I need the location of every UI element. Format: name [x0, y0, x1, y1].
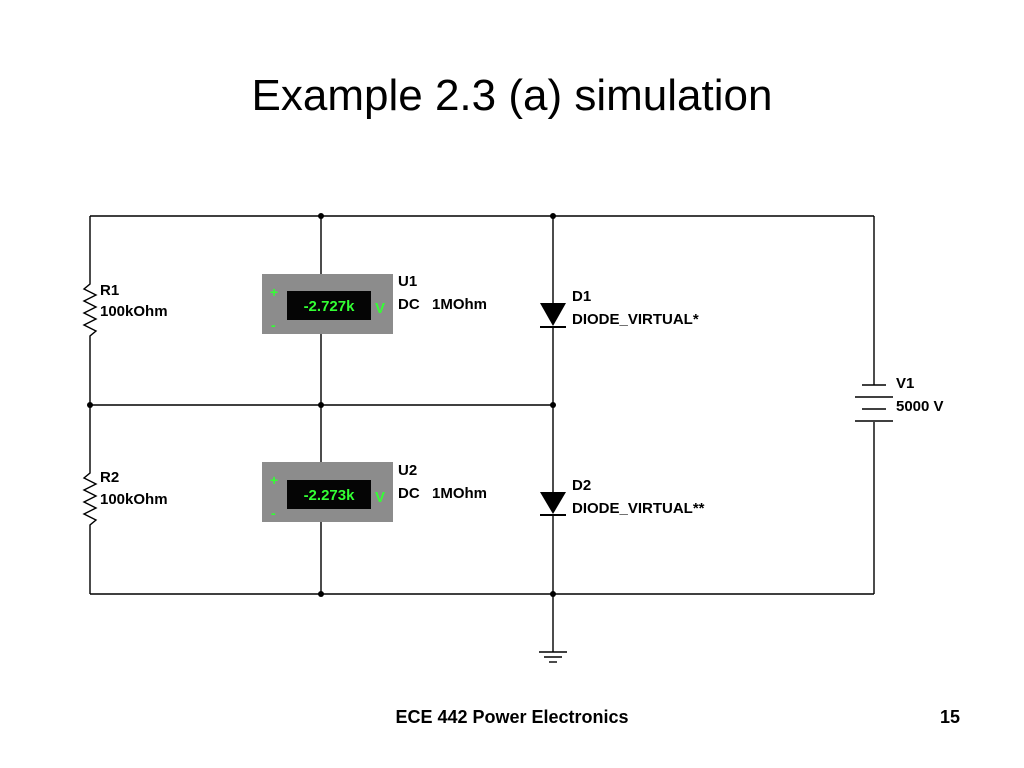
- u1-mode: DC: [398, 296, 420, 313]
- resistor-symbol: [82, 465, 98, 532]
- junction-dot: [318, 213, 324, 219]
- u2-ref: U2: [398, 462, 417, 479]
- voltmeter-u1: + - -2.727k V U1 DC 1MOhm: [262, 273, 487, 334]
- meter-reading: -2.273k: [304, 487, 356, 504]
- d2-model: DIODE_VIRTUAL**: [572, 500, 705, 517]
- meter-minus-terminal: -: [271, 317, 276, 333]
- battery-v1: V1 5000 V: [855, 375, 944, 422]
- junction-dot: [550, 213, 556, 219]
- footer-course: ECE 442 Power Electronics: [395, 707, 629, 727]
- junction-dot: [318, 591, 324, 597]
- u2-resistance: 1MOhm: [432, 485, 487, 502]
- d2-ref: D2: [572, 477, 591, 494]
- r2-value: 100kOhm: [100, 491, 168, 508]
- meter-unit: V: [375, 300, 385, 317]
- u1-resistance: 1MOhm: [432, 296, 487, 313]
- meter-unit: V: [375, 489, 385, 506]
- diode-symbol: [540, 492, 566, 514]
- junction-dot: [550, 402, 556, 408]
- meter-reading: -2.727k: [304, 298, 356, 315]
- ground-symbol: [539, 651, 567, 663]
- v1-ref: V1: [896, 375, 914, 392]
- diode-d1: D1 DIODE_VIRTUAL*: [540, 288, 699, 328]
- resistor-symbol: [82, 276, 98, 343]
- r1-ref: R1: [100, 282, 119, 299]
- meter-display: [287, 291, 371, 320]
- junction-dot: [550, 591, 556, 597]
- resistor-r2: R2 100kOhm: [82, 465, 168, 532]
- voltmeter-u2: + - -2.273k V U2 DC 1MOhm: [262, 462, 487, 522]
- page-number: 15: [939, 707, 960, 727]
- junction-dot: [87, 402, 93, 408]
- d1-ref: D1: [572, 288, 591, 305]
- r2-ref: R2: [100, 469, 119, 486]
- junction-dot: [318, 402, 324, 408]
- resistor-r1: R1 100kOhm: [82, 276, 168, 343]
- meter-minus-terminal: -: [271, 505, 276, 521]
- meter-plus-terminal: +: [270, 284, 278, 300]
- u2-mode: DC: [398, 485, 420, 502]
- v1-value: 5000 V: [896, 398, 944, 415]
- meter-display: [287, 480, 371, 509]
- diode-d2: D2 DIODE_VIRTUAL**: [540, 477, 705, 517]
- wires: [89, 215, 875, 652]
- circuit-schematic: R1 100kOhm R2 100kOhm + - -2.727k V U1 D…: [82, 213, 944, 663]
- u1-ref: U1: [398, 273, 417, 290]
- meter-plus-terminal: +: [270, 472, 278, 488]
- d1-model: DIODE_VIRTUAL*: [572, 311, 699, 328]
- junctions: [87, 213, 556, 597]
- slide-title: Example 2.3 (a) simulation: [251, 71, 773, 120]
- r1-value: 100kOhm: [100, 303, 168, 320]
- diode-symbol: [540, 303, 566, 326]
